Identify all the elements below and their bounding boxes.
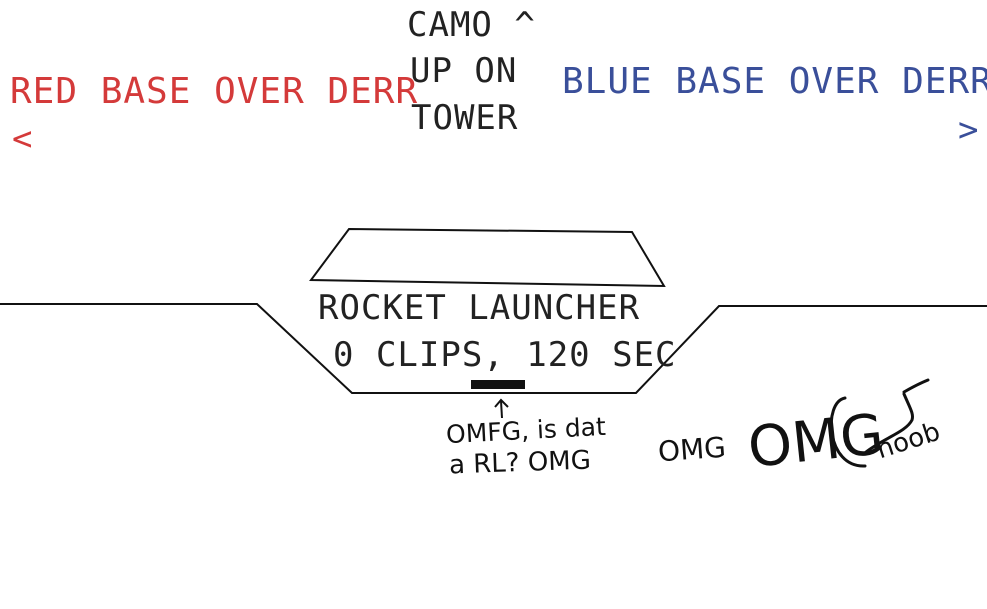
- weapon-ammo: 0 CLIPS, 120 SEC: [333, 335, 677, 375]
- weapon-name: ROCKET LAUNCHER: [318, 288, 641, 328]
- red-direction-arrow-icon: <: [12, 119, 34, 159]
- tower-text: TOWER: [411, 98, 519, 138]
- hud-baseline: [0, 303, 987, 394]
- blue-direction-arrow-icon: >: [958, 110, 980, 150]
- up-on-text: UP ON: [410, 51, 518, 91]
- weapon-icon-frame: [309, 227, 666, 288]
- ammo-bar: [471, 380, 525, 389]
- scribble-omg-big: OMG: [744, 402, 887, 481]
- scribble-omg-small: OMG: [656, 430, 727, 469]
- red-base-message: RED BASE OVER DERR: [10, 71, 419, 112]
- camo-text: CAMO ^: [407, 5, 536, 45]
- blue-base-message: BLUE BASE OVER DERR: [562, 61, 987, 102]
- scribble-strokes: [829, 378, 930, 468]
- scribble-question-line2: a RL? OMG: [448, 445, 592, 481]
- scribble-arrow-icon: [494, 398, 509, 419]
